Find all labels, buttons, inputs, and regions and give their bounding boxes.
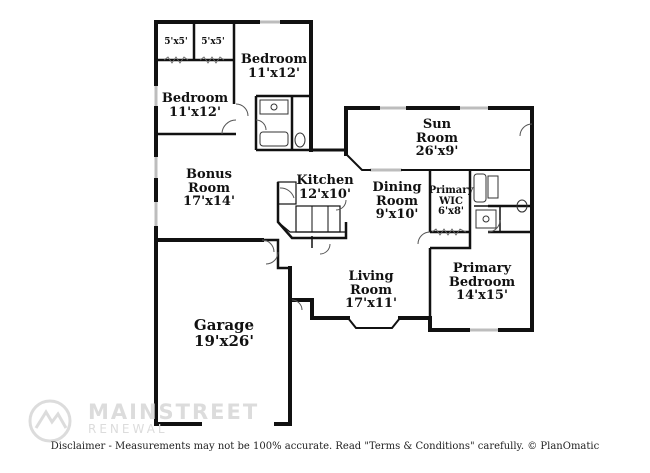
primary-bedroom-line1: Primary <box>452 261 512 276</box>
primary-wic-line1: Primary <box>428 185 474 196</box>
watermark-logo: MAINSTREET RENEWAL <box>22 398 257 444</box>
bedroom-left-size: 11'x12' <box>169 104 221 120</box>
living-room-line1: Living <box>348 269 394 284</box>
dining-room-line2: Room <box>376 193 418 209</box>
closet-rods <box>163 56 467 236</box>
sun-room-line1: Sun <box>422 117 452 132</box>
kitchen-size: 12'x10' <box>299 186 351 202</box>
walls <box>154 20 534 426</box>
sun-room-line2: Room <box>416 130 458 146</box>
bonus-room-size: 17'x14' <box>183 194 235 210</box>
dining-room-line1: Dining <box>372 180 422 195</box>
garage-size: 19'x26' <box>194 331 254 350</box>
watermark-line2: RENEWAL <box>88 422 168 436</box>
living-room-size: 17'x11' <box>345 296 397 312</box>
interior-walls <box>156 22 532 318</box>
watermark-emblem-icon <box>28 399 72 443</box>
kitchen-name: Kitchen <box>296 173 354 188</box>
room-label-closet-1: 5'x5' <box>160 37 192 47</box>
bedroom-top-name: Bedroom <box>240 52 308 67</box>
watermark-line1: MAINSTREET <box>88 400 260 424</box>
room-label-primary-wic: Primary WIC 6'x8' <box>428 185 474 218</box>
primary-bedroom-line2: Bedroom <box>448 274 516 290</box>
room-label-sun-room: Sun Room 26'x9' <box>402 118 472 159</box>
primary-bedroom-size: 14'x15' <box>456 288 508 304</box>
room-label-bedroom-left: Bedroom 11'x12' <box>158 92 232 119</box>
bonus-room-line1: Bonus <box>186 167 232 182</box>
living-room-line2: Room <box>350 282 392 298</box>
room-label-bonus-room: Bonus Room 17'x14' <box>172 168 246 209</box>
disclaimer-text: Disclaimer - Measurements may not be 100… <box>50 441 600 452</box>
bedroom-top-size: 11'x12' <box>248 65 300 81</box>
bonus-room-line2: Room <box>188 180 230 196</box>
room-label-living-room: Living Room 17'x11' <box>338 270 404 311</box>
garage-name: Garage <box>193 316 255 334</box>
room-label-garage: Garage 19'x26' <box>180 316 268 350</box>
primary-wic-size: 6'x8' <box>437 206 464 217</box>
closet-1-size: 5'x5' <box>164 37 188 47</box>
bedroom-left-name: Bedroom <box>161 91 229 106</box>
room-label-dining-room: Dining Room 9'x10' <box>364 181 430 222</box>
door-swings <box>221 103 533 311</box>
primary-wic-line2: WIC <box>439 195 463 207</box>
closet-2-size: 5'x5' <box>201 37 225 47</box>
room-label-kitchen: Kitchen 12'x10' <box>290 174 360 201</box>
room-label-bedroom-top: Bedroom 11'x12' <box>238 53 310 80</box>
room-label-primary-bedroom: Primary Bedroom 14'x15' <box>444 262 520 303</box>
windows <box>154 20 500 332</box>
sun-room-size: 26'x9' <box>415 144 459 160</box>
dining-room-size: 9'x10' <box>375 207 419 223</box>
room-label-closet-2: 5'x5' <box>196 37 230 47</box>
fixtures <box>259 99 528 229</box>
